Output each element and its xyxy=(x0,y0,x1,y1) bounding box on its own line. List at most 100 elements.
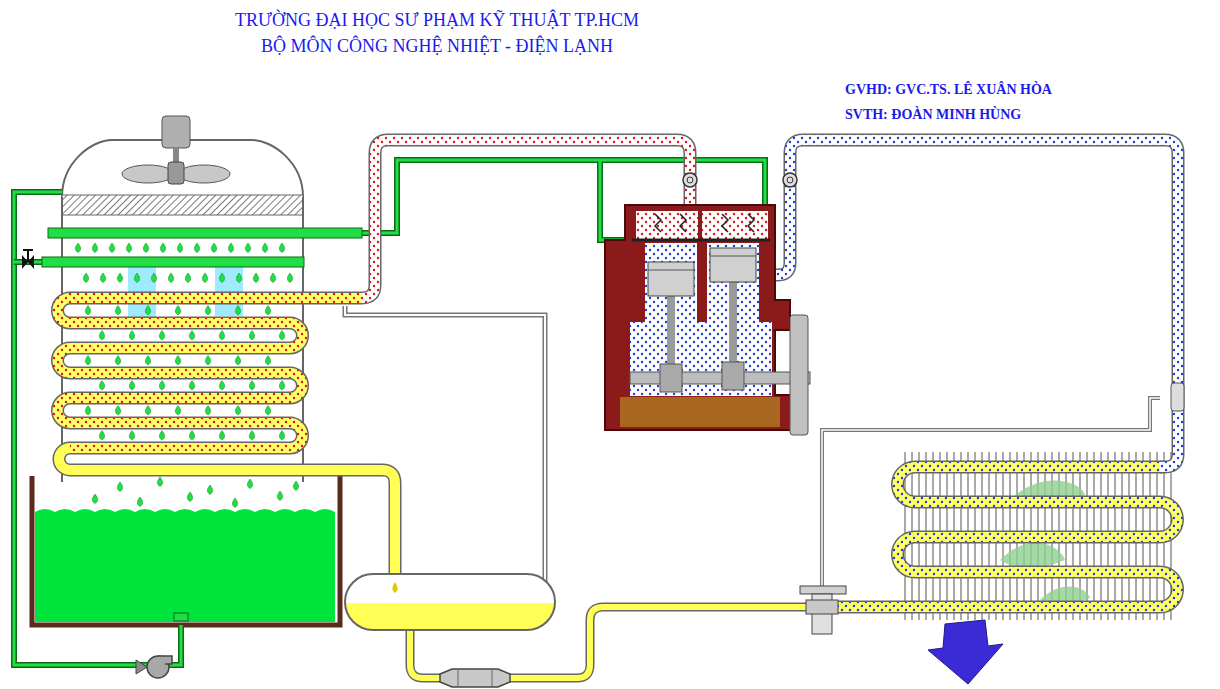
advisor-label: GVHD: GVC.TS. LÊ XUÂN HÒA xyxy=(845,82,1052,98)
basin-outlet xyxy=(174,613,188,621)
liquid-line xyxy=(59,448,395,576)
water-droplet xyxy=(279,431,284,441)
compressor xyxy=(605,173,810,435)
water-droplet xyxy=(265,356,270,366)
water-droplet xyxy=(219,381,224,391)
water-droplet xyxy=(157,477,162,487)
liquid-line xyxy=(508,607,812,678)
water-droplet xyxy=(247,479,252,489)
water-droplet xyxy=(145,306,150,316)
valve-spring xyxy=(748,214,754,232)
water-droplet xyxy=(145,406,150,416)
water-droplet xyxy=(265,306,270,316)
condenser-coil xyxy=(58,298,363,448)
water-droplet xyxy=(249,331,254,341)
liquid-line xyxy=(59,448,395,576)
water-droplet xyxy=(245,243,250,253)
equalizer-line xyxy=(345,306,545,582)
water-droplet xyxy=(293,481,298,491)
water-droplet xyxy=(151,273,156,283)
valve-spring xyxy=(680,214,686,232)
water-droplet xyxy=(145,356,150,366)
crank-throw xyxy=(722,362,744,390)
connecting-rod xyxy=(729,280,737,372)
air-flow-patch xyxy=(128,262,156,317)
title-text: TRƯỜNG ĐẠI HỌC SƯ PHẠM KỸ THUẬT TP.HCM xyxy=(235,10,639,31)
service-valve xyxy=(687,177,693,183)
drier-band xyxy=(458,669,459,687)
valve-port xyxy=(806,600,838,614)
valve-handle xyxy=(23,249,33,251)
water-droplet xyxy=(159,381,164,391)
water-droplet xyxy=(175,306,180,316)
water-droplet xyxy=(205,356,210,366)
spray-pipe xyxy=(48,228,362,238)
piston xyxy=(648,262,694,296)
refrigerant-lines xyxy=(58,140,1185,678)
water-droplet xyxy=(228,243,233,253)
valve-plate xyxy=(632,239,770,242)
crank-throw xyxy=(660,364,682,392)
compressor-housing xyxy=(605,205,795,430)
water-droplet xyxy=(175,406,180,416)
water-droplet xyxy=(265,406,270,416)
water-droplet xyxy=(85,306,90,316)
service-valve xyxy=(683,173,697,187)
valve-stem xyxy=(27,250,29,262)
student-label: SVTH: ĐOÀN MINH HÙNG xyxy=(845,107,1021,123)
water-droplet xyxy=(85,356,90,366)
water-droplet xyxy=(279,243,284,253)
water-droplet xyxy=(109,243,114,253)
valve-spring xyxy=(722,214,728,232)
water-droplet xyxy=(115,306,120,316)
service-valve xyxy=(787,177,793,183)
sensing-bulb xyxy=(1171,383,1184,411)
air-flow-arrow xyxy=(928,620,1003,684)
water-droplet xyxy=(189,381,194,391)
water-droplet xyxy=(129,331,134,341)
water-droplet xyxy=(194,243,199,253)
water-droplet xyxy=(205,306,210,316)
suction-pipe xyxy=(772,140,1178,467)
water-droplet xyxy=(85,406,90,416)
water-droplet xyxy=(99,381,104,391)
water-droplet xyxy=(187,492,192,502)
capillary-tube xyxy=(822,398,1160,588)
fan-blade xyxy=(178,165,230,183)
valve-cap xyxy=(800,586,846,594)
water-droplet xyxy=(92,243,97,253)
valve-spring xyxy=(655,214,661,232)
water-droplet xyxy=(129,381,134,391)
water-droplet xyxy=(207,485,212,495)
water-droplet xyxy=(143,243,148,253)
water-droplet xyxy=(159,331,164,341)
water-droplet xyxy=(249,381,254,391)
water-droplet xyxy=(137,497,142,507)
fan-hub xyxy=(168,162,184,184)
water-droplet xyxy=(211,243,216,253)
water-droplet xyxy=(75,243,80,253)
tower-wall xyxy=(61,197,63,482)
water-droplet xyxy=(83,273,88,283)
water-droplet xyxy=(115,356,120,366)
piston-ring xyxy=(648,270,694,271)
water-droplet xyxy=(270,273,275,283)
water-droplet xyxy=(99,331,104,341)
condenser-coil xyxy=(58,298,363,448)
water-droplet xyxy=(287,273,292,283)
water-droplet xyxy=(185,273,190,283)
filter-drier xyxy=(440,669,510,687)
water-droplet xyxy=(277,491,282,501)
water-droplet xyxy=(117,482,122,492)
tower-hood xyxy=(62,140,303,197)
receiver-tank xyxy=(340,574,560,633)
water-droplet xyxy=(235,406,240,416)
liquid-line xyxy=(508,607,812,678)
water-droplet xyxy=(117,273,122,283)
leaf xyxy=(1000,543,1065,569)
evaporator-coil xyxy=(832,467,1178,607)
water-droplet xyxy=(115,406,120,416)
cylinder-head xyxy=(702,211,768,239)
